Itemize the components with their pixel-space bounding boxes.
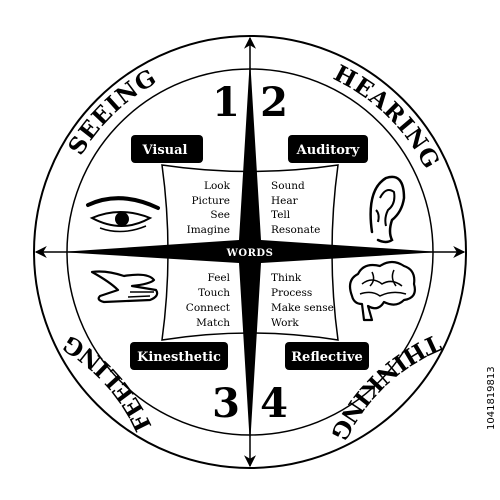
svg-text:Connect: Connect <box>186 302 231 314</box>
words-auditory: Sound Hear Tell Resonate <box>271 180 320 236</box>
center-frame <box>161 164 339 341</box>
svg-text:Picture: Picture <box>191 195 230 207</box>
svg-text:Match: Match <box>196 317 230 329</box>
svg-text:Kinesthetic: Kinesthetic <box>137 350 221 365</box>
svg-text:Think: Think <box>271 272 302 284</box>
svg-text:See: See <box>210 209 230 221</box>
svg-text:Work: Work <box>271 317 299 329</box>
stock-id: 1041819813 <box>486 366 497 430</box>
eye-icon <box>86 196 160 233</box>
svg-text:Auditory: Auditory <box>296 143 360 158</box>
quadrant-number-2: 2 <box>260 79 288 126</box>
hand-icon <box>90 270 159 304</box>
quadrant-number-4: 4 <box>260 380 288 427</box>
svg-text:Hear: Hear <box>271 195 299 207</box>
svg-text:Reflective: Reflective <box>291 350 362 365</box>
svg-text:Sound: Sound <box>271 180 305 192</box>
center-label: WORDS <box>226 248 274 259</box>
outer-ring <box>33 35 467 469</box>
words-kinesthetic: Feel Touch Connect Match <box>186 272 231 329</box>
ear-icon <box>369 175 406 244</box>
compass-star <box>60 58 440 446</box>
badge-visual: Visual <box>131 135 203 163</box>
svg-text:Process: Process <box>271 287 312 299</box>
svg-text:Resonate: Resonate <box>271 224 320 236</box>
badge-auditory: Auditory <box>288 135 368 163</box>
svg-text:Touch: Touch <box>198 287 230 299</box>
badge-reflective: Reflective <box>285 342 369 370</box>
svg-text:Visual: Visual <box>142 143 188 158</box>
brain-icon <box>348 260 416 322</box>
svg-text:Look: Look <box>204 180 231 192</box>
quadrant-number-1: 1 <box>212 79 240 126</box>
svg-text:Make sense: Make sense <box>271 302 334 314</box>
quadrant-number-3: 3 <box>212 380 240 427</box>
svg-text:Tell: Tell <box>271 209 291 221</box>
svg-text:Imagine: Imagine <box>187 224 230 236</box>
badge-kinesthetic: Kinesthetic <box>130 342 228 370</box>
words-reflective: Think Process Make sense Work <box>271 272 334 329</box>
words-visual: Look Picture See Imagine <box>187 180 231 236</box>
svg-text:Feel: Feel <box>208 272 231 284</box>
